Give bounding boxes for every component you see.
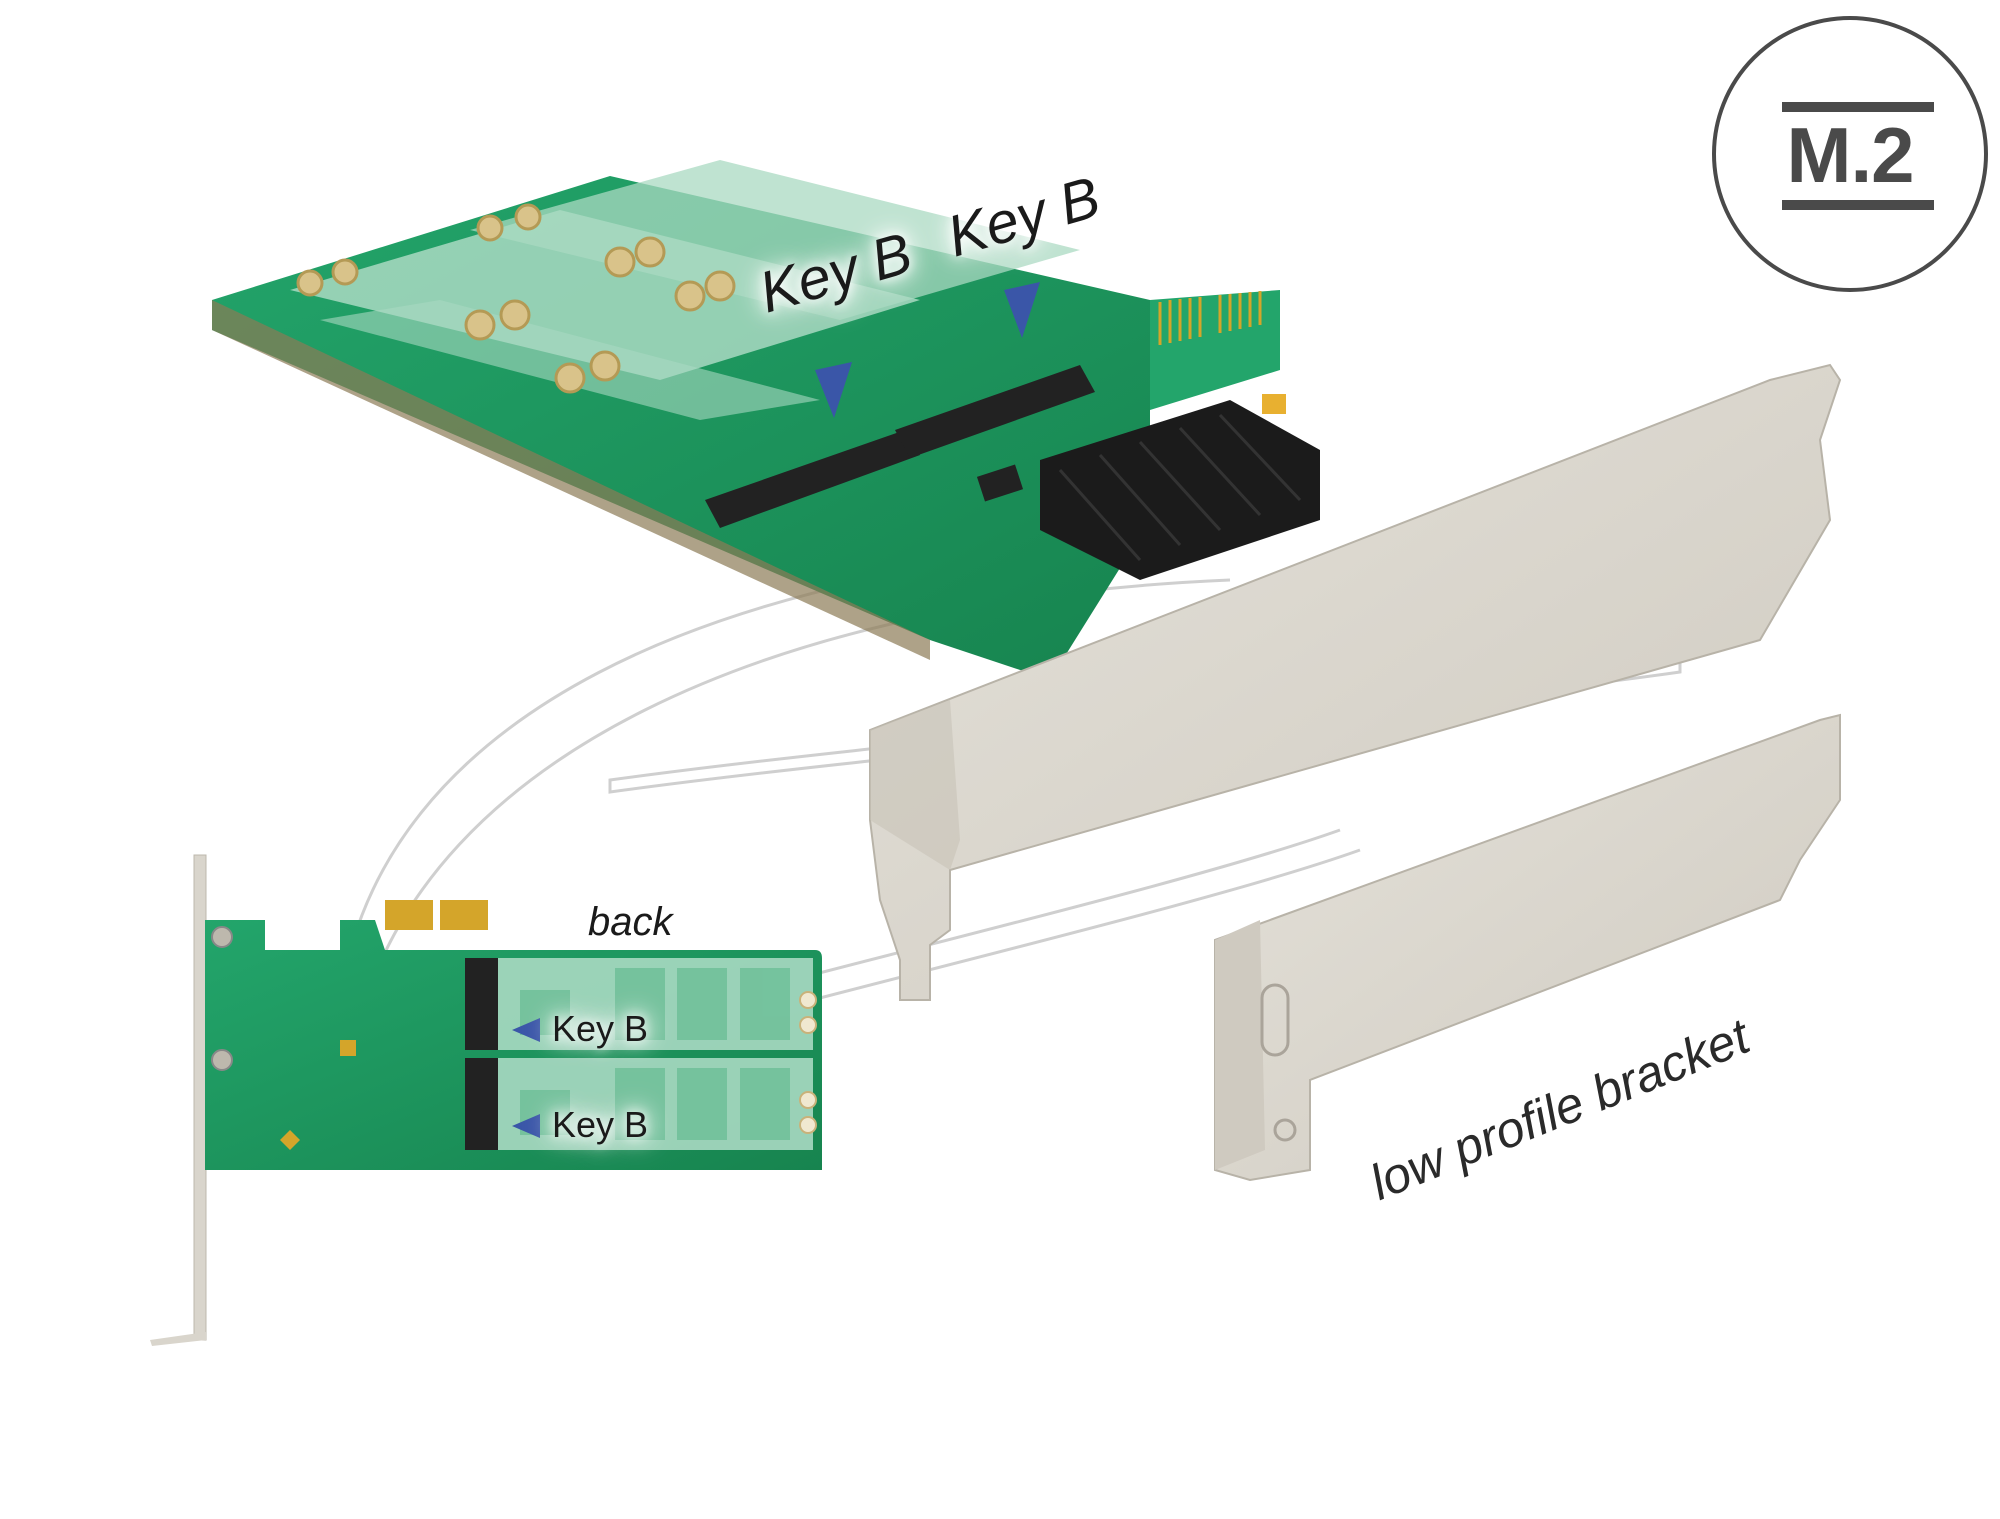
back-view-label: back: [588, 900, 673, 944]
back-pcie-contacts: [385, 900, 488, 930]
back-card: [150, 854, 822, 1346]
m2-badge-bottom-bar: [1782, 200, 1934, 210]
pcie-contacts: [1150, 290, 1280, 410]
m2-slot-area-1: [290, 210, 920, 380]
back-key-marker-2-icon: [512, 1114, 540, 1138]
back-m2-connector-1: [465, 958, 498, 1050]
m2-badge-icon: M.2: [1712, 16, 1988, 292]
full-height-bracket: [869, 363, 1842, 1001]
low-profile-bracket: [1214, 713, 1841, 1182]
mounting-pads: [296, 203, 736, 394]
back-key-marker-1-icon: [512, 1018, 540, 1042]
back-bracket: [193, 854, 207, 1341]
key-marker-2-icon: [1004, 282, 1040, 338]
back-key-b-label-2: Key B: [552, 1104, 649, 1145]
m2-badge-text: M.2: [1786, 111, 1914, 199]
back-key-b-label-1: Key B: [552, 1008, 649, 1049]
front-card: [212, 160, 1320, 680]
key-marker-1-icon: [815, 362, 852, 418]
m2-badge-top-bar: [1782, 102, 1934, 112]
back-m2-connector-2: [465, 1058, 498, 1150]
m2-connector-1: [705, 430, 920, 528]
m2-slot-area-2: [470, 160, 1080, 320]
m2-connector-2: [895, 365, 1095, 458]
